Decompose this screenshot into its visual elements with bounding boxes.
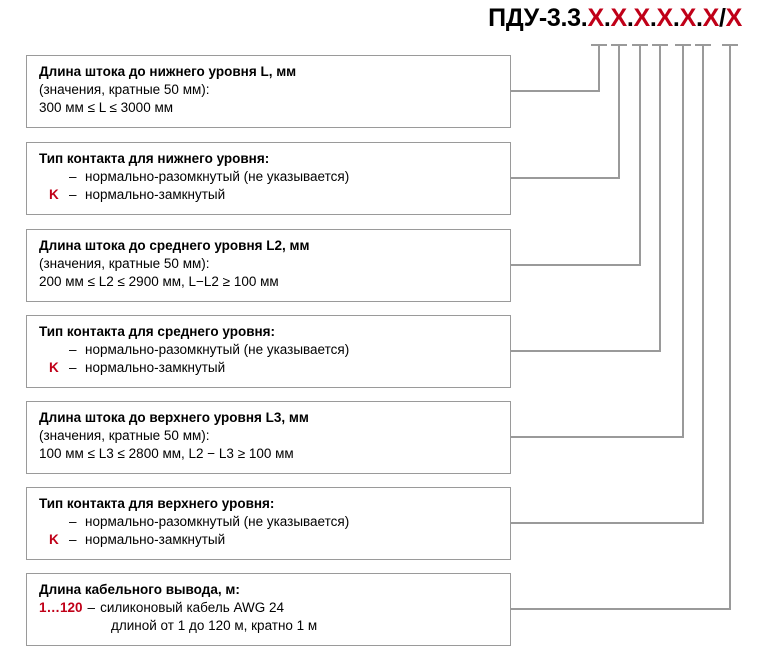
option-row: – нормально-разомкнутый (не указывается) [39,341,500,359]
connector-4 [511,44,662,353]
code-separator-slash: / [718,4,726,32]
cable-dash: – [87,600,96,616]
option-row: K – нормально-замкнутый [39,359,500,377]
box-title: Тип контакта для верхнего уровня: [39,496,275,511]
box-title: Длина штока до верхнего уровня L3, мм [39,410,309,425]
box-contact-type-middle: Тип контакта для среднего уровня: – норм… [26,315,511,388]
code-variable-3: X [633,4,651,32]
connector-1 [511,44,601,93]
cable-option-row-continued: длиной от 1 до 120 м, кратно 1 м [39,617,500,635]
box-line: 200 мм ≤ L2 ≤ 2900 мм, L−L2 ≥ 100 мм [39,274,279,290]
option-text: нормально-разомкнутый (не указывается) [85,342,350,358]
box-title: Длина штока до среднего уровня L2, мм [39,238,310,253]
box-line: 100 мм ≤ L3 ≤ 2800 мм, L2 − L3 ≥ 100 мм [39,446,294,462]
code-variable-1: X [587,4,604,32]
code-variable-5: X [679,4,697,32]
code-separator-1: . [603,4,611,32]
cable-text: силиконовый кабель AWG 24 [100,600,284,616]
box-rod-length-lower: Длина штока до нижнего уровня L, мм (зна… [26,55,511,128]
option-key: K [49,360,59,376]
option-text: нормально-разомкнутый (не указывается) [85,514,350,530]
code-variable-6: X [702,4,720,32]
box-cable-length: Длина кабельного вывода, м: 1…120 – сили… [26,573,511,646]
box-line: (значения, кратные 50 мм): [39,82,210,98]
connector-7 [511,44,732,611]
box-line: (значения, кратные 50 мм): [39,256,210,272]
cable-option-row: 1…120 – силиконовый кабель AWG 24 [39,599,500,617]
option-dash: – [69,532,77,548]
option-key: K [49,187,59,203]
option-dash: – [69,342,77,358]
box-title: Длина штока до нижнего уровня L, мм [39,64,297,79]
box-contact-type-lower: Тип контакта для нижнего уровня: – норма… [26,142,511,215]
code-separator-3: . [649,4,657,32]
option-key: K [49,532,59,548]
code-separator-5: . [695,4,703,32]
option-text: нормально-разомкнутый (не указывается) [85,169,350,185]
connector-6 [511,44,705,525]
box-line: (значения, кратные 50 мм): [39,428,210,444]
box-rod-length-middle: Длина штока до среднего уровня L2, мм (з… [26,229,511,302]
option-text: нормально-замкнутый [85,532,226,548]
product-code-header: ПДУ-3.3.X.X.X.X.X.X/X [488,6,742,31]
connector-2 [511,44,621,180]
option-row: K – нормально-замкнутый [39,531,500,549]
code-variable-7: X [725,4,743,32]
box-line: 300 мм ≤ L ≤ 3000 мм [39,100,174,116]
option-dash: – [69,514,77,530]
box-contact-type-upper: Тип контакта для верхнего уровня: – норм… [26,487,511,560]
option-dash: – [69,169,77,185]
option-dash: – [69,187,77,203]
option-row: K – нормально-замкнутый [39,186,500,204]
code-separator-2: . [626,4,634,32]
code-separator-4: . [672,4,680,32]
option-text: нормально-замкнутый [85,360,226,376]
option-text: нормально-замкнутый [85,187,226,203]
box-title: Тип контакта для среднего уровня: [39,324,276,339]
code-variable-2: X [610,4,627,32]
cable-text-2: длиной от 1 до 120 м, кратно 1 м [111,618,318,634]
code-prefix: ПДУ-3.3. [488,4,588,32]
code-variable-4: X [656,4,674,32]
connector-3 [511,44,642,267]
option-row: – нормально-разомкнутый (не указывается) [39,513,500,531]
box-title: Тип контакта для нижнего уровня: [39,151,270,166]
cable-range-key: 1…120 [39,600,83,616]
connector-5 [511,44,685,439]
option-dash: – [69,360,77,376]
box-title: Длина кабельного вывода, м: [39,582,240,597]
option-row: – нормально-разомкнутый (не указывается) [39,168,500,186]
box-rod-length-upper: Длина штока до верхнего уровня L3, мм (з… [26,401,511,474]
